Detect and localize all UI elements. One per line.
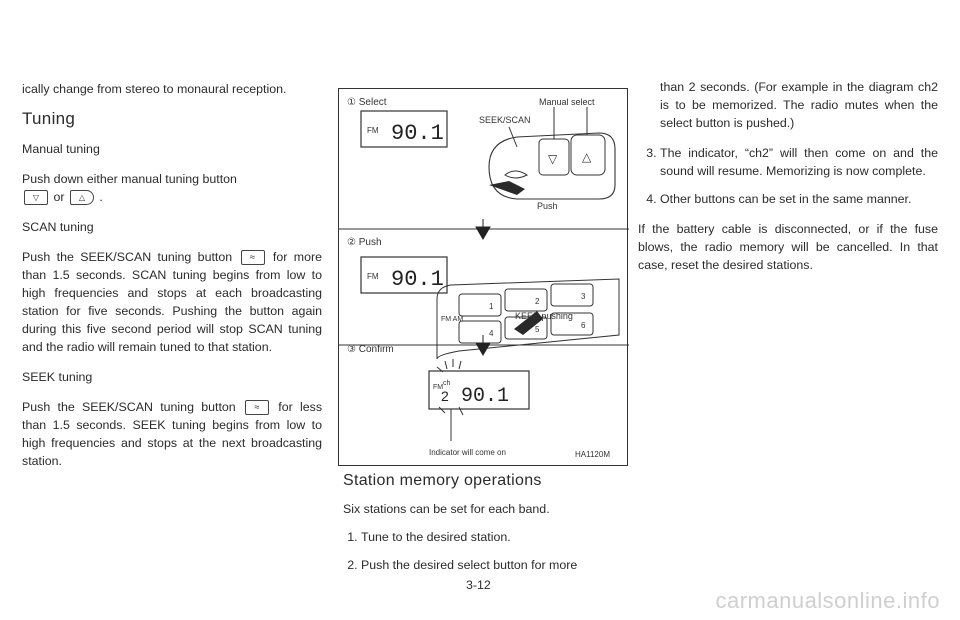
seek-tuning-text: Push the SEEK/SCAN tuning button ≈ for l… [22,398,322,470]
preset-4: 4 [489,329,494,338]
display-band: FM [367,272,379,281]
push-label: Push [537,201,558,211]
step3-label: ③ Confirm [347,344,394,355]
preset-5: 5 [535,325,540,334]
display-2: FM 90.1 [360,256,448,294]
display-channel-label: ch [443,380,451,387]
scan-tuning-label: SCAN tuning [22,220,94,234]
left-column: ically change from stereo to monaural re… [22,80,322,482]
keep-pushing-label: KEEP pushing [515,311,573,321]
seek-scan-button-icon: ≈ [244,400,269,416]
memory-steps-list: Tune to the desired station. Push the de… [343,528,633,574]
pointing-hand-icon [489,181,525,195]
tune-up-button-icon: △ [69,190,94,206]
seek-scan-label: SEEK/SCAN [479,115,531,125]
manual-or-word: or [53,190,65,204]
station-memory-heading: Station memory operations [343,472,542,489]
scan-tuning-text: Push the SEEK/SCAN tuning button ≈ for m… [22,248,322,356]
tune-down-button-icon: ▽ [24,190,48,206]
seek-tuning-label: SEEK tuning [22,370,93,384]
preset-buttons: FM AM 1 2 3 4 5 6 [436,278,620,360]
display-band: FM [433,384,443,391]
preset-6: 6 [581,321,586,330]
middle-column: Station memory operations Six stations c… [343,472,633,586]
band-label: FM AM [441,316,463,323]
down-arrow-2-icon [475,335,491,356]
memory-step-2: Push the desired select button for more [361,556,633,574]
tuning-heading: Tuning [22,109,76,128]
step-2-continued: than 2 seconds. (For example in the diag… [660,80,938,130]
scan-instruction-start: Push the SEEK/SCAN tuning button [22,250,233,264]
display-frequency: 90.1 [391,267,444,292]
preset-2: 2 [535,297,540,306]
manual-select-label: Manual select [539,97,595,107]
indicator-label: Indicator will come on [429,448,506,457]
manual-tuning-label: Manual tuning [22,142,100,156]
step2-label: ② Push [347,237,382,248]
down-arrow-1-icon [475,219,491,240]
intro-text: ically change from stereo to monaural re… [22,82,287,96]
radio-memory-diagram: ① Select Manual select SEEK/SCAN FM 90.1… [338,88,629,466]
display-1: FM 90.1 [360,110,448,148]
preset-1: 1 [489,302,494,311]
up-arrow-icon: △ [582,150,592,164]
page-number: 3-12 [466,578,491,592]
memory-steps-continued: The indicator, “ch2” will then come on a… [638,144,938,208]
display-3: FM ch 2 90.1 [428,359,530,441]
preset-3: 3 [581,292,586,301]
diagram-svg: ① Select Manual select SEEK/SCAN FM 90.1… [339,97,629,459]
seek-instruction-start: Push the SEEK/SCAN tuning button [22,400,236,414]
down-arrow-icon: ▽ [548,152,558,166]
blink-rays-icon [436,359,464,417]
site-watermark: carmanualsonline.info [715,588,940,613]
display-band: FM [367,126,379,135]
battery-note: If the battery cable is disconnected, or… [638,222,938,272]
station-memory-intro: Six stations can be set for each band. [343,502,550,516]
memory-step-4: Other buttons can be set in the same man… [660,190,938,208]
display-frequency: 90.1 [391,121,444,146]
seek-scan-button-icon: ≈ [240,250,265,266]
display-frequency: 90.1 [461,385,509,408]
tuning-buttons: ▽ △ [488,107,616,200]
memory-step-1: Tune to the desired station. [361,528,633,546]
scan-instruction-rest: for more than 1.5 seconds. SCAN tuning b… [22,250,322,354]
manual-tuning-instruction: Push down either manual tuning button [22,172,237,186]
right-column: than 2 seconds. (For example in the diag… [638,78,938,286]
pointing-hand-icon [514,311,543,335]
step1-label: ① Select [347,97,387,108]
manual-tuning-text: Push down either manual tuning button ▽ … [22,172,237,206]
memory-step-3: The indicator, “ch2” will then come on a… [660,144,938,180]
display-channel-digit: 2 [441,388,449,404]
figure-code: HA1120M [575,450,610,459]
seek-instruction-rest: for less than 1.5 seconds. SEEK tuning b… [22,400,323,468]
